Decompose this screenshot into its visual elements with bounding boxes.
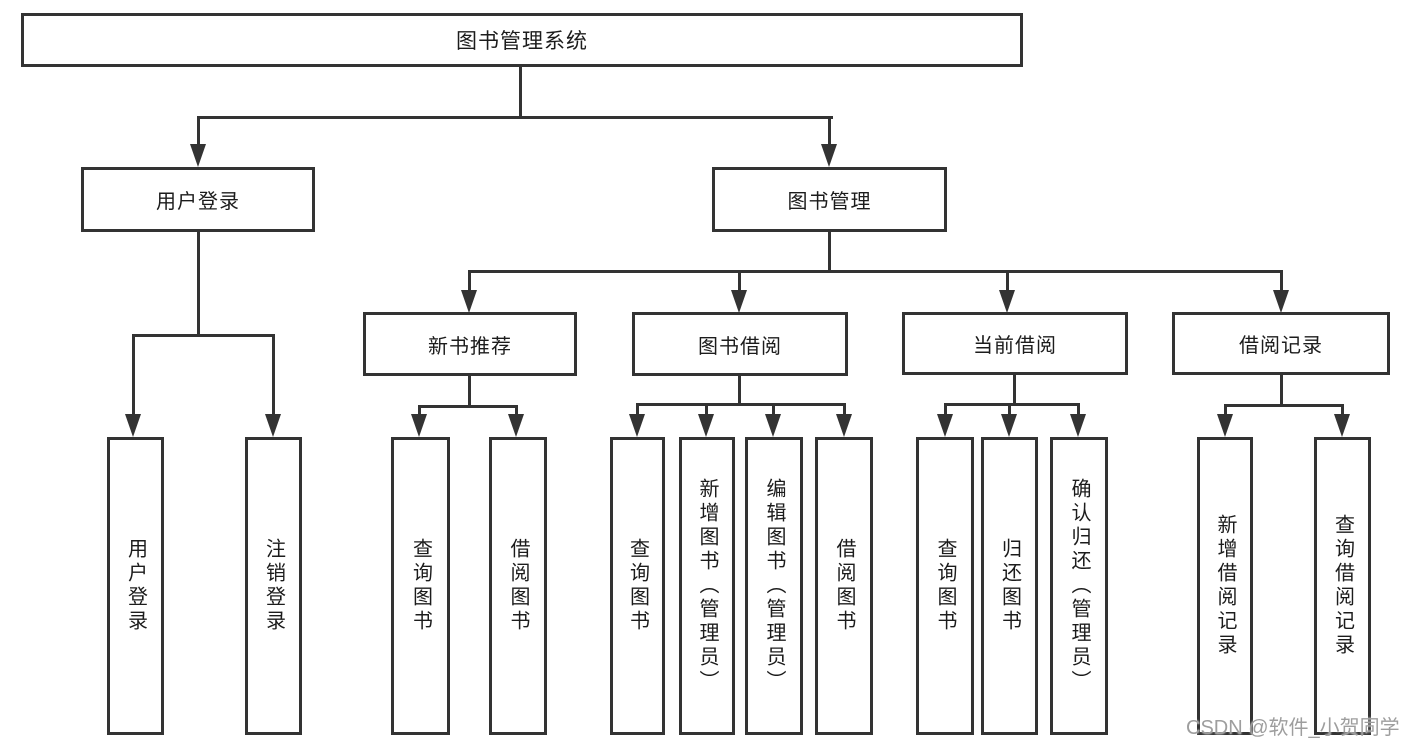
arrowhead [265,414,281,437]
connector-line [132,334,135,420]
arrowhead [1217,414,1233,437]
leaf-logout: 注销登录 [245,437,302,735]
arrowhead [125,414,141,437]
connector-line [1013,375,1016,406]
connector-line [468,376,471,408]
node-new-book-recommend: 新书推荐 [363,312,577,376]
leaf-borrow-books-2: 借阅图书 [815,437,873,735]
leaf-query-books-1: 查询图书 [391,437,450,735]
leaf-query-books-2: 查询图书 [610,437,665,735]
connector-line [272,334,275,420]
connector-line [197,232,200,337]
connector-line [738,270,741,295]
arrowhead [1001,414,1017,437]
arrowhead [698,414,714,437]
arrowhead [1273,290,1289,313]
connector-line [468,270,471,295]
connector-line [132,334,275,337]
connector-line [1224,404,1227,418]
arrowhead [836,414,852,437]
node-root: 图书管理系统 [21,13,1023,67]
node-book-borrowing: 图书借阅 [632,312,848,376]
connector-line [828,232,831,273]
leaf-user-login: 用户登录 [107,437,164,735]
leaf-confirm-return-admin: 确认归还（管理员） [1050,437,1108,735]
connector-line [772,403,775,418]
arrowhead [937,414,953,437]
node-borrow-records: 借阅记录 [1172,312,1390,375]
node-current-borrowing: 当前借阅 [902,312,1128,375]
connector-line [197,116,200,150]
connector-line [519,67,522,119]
connector-line [468,270,1283,273]
connector-line [1280,375,1283,407]
arrowhead [508,414,524,437]
arrowhead [629,414,645,437]
connector-line [1341,404,1344,418]
leaf-query-borrow-record: 查询借阅记录 [1314,437,1371,735]
arrowhead [1334,414,1350,437]
connector-line [843,403,846,418]
connector-line [828,116,831,150]
arrowhead [1070,414,1086,437]
connector-line [944,403,947,418]
arrowhead [821,144,837,167]
arrowhead [999,290,1015,313]
leaf-borrow-books-1: 借阅图书 [489,437,547,735]
connector-line [1008,403,1011,418]
connector-line [418,405,421,420]
leaf-add-book-admin: 新增图书（管理员） [679,437,735,735]
connector-line [636,403,639,418]
leaf-edit-book-admin: 编辑图书（管理员） [745,437,803,735]
connector-line [738,376,741,406]
arrowhead [190,144,206,167]
connector-line [1224,404,1344,407]
csdn-watermark: CSDN @软件_小贺同学 [1186,717,1400,739]
arrowhead [765,414,781,437]
connector-line [705,403,708,418]
connector-line [515,405,518,420]
leaf-add-borrow-record: 新增借阅记录 [1197,437,1253,735]
node-user-login: 用户登录 [81,167,315,232]
connector-line [636,403,846,406]
leaf-return-books: 归还图书 [981,437,1038,735]
connector-line [1077,403,1080,418]
connector-line [197,116,833,119]
leaf-query-books-3: 查询图书 [916,437,974,735]
arrowhead [731,290,747,313]
connector-line [418,405,518,408]
arrowhead [461,290,477,313]
connector-line [1280,270,1283,295]
arrowhead [411,414,427,437]
connector-line [1006,270,1009,295]
connector-line [944,403,1080,406]
node-book-management: 图书管理 [712,167,947,232]
